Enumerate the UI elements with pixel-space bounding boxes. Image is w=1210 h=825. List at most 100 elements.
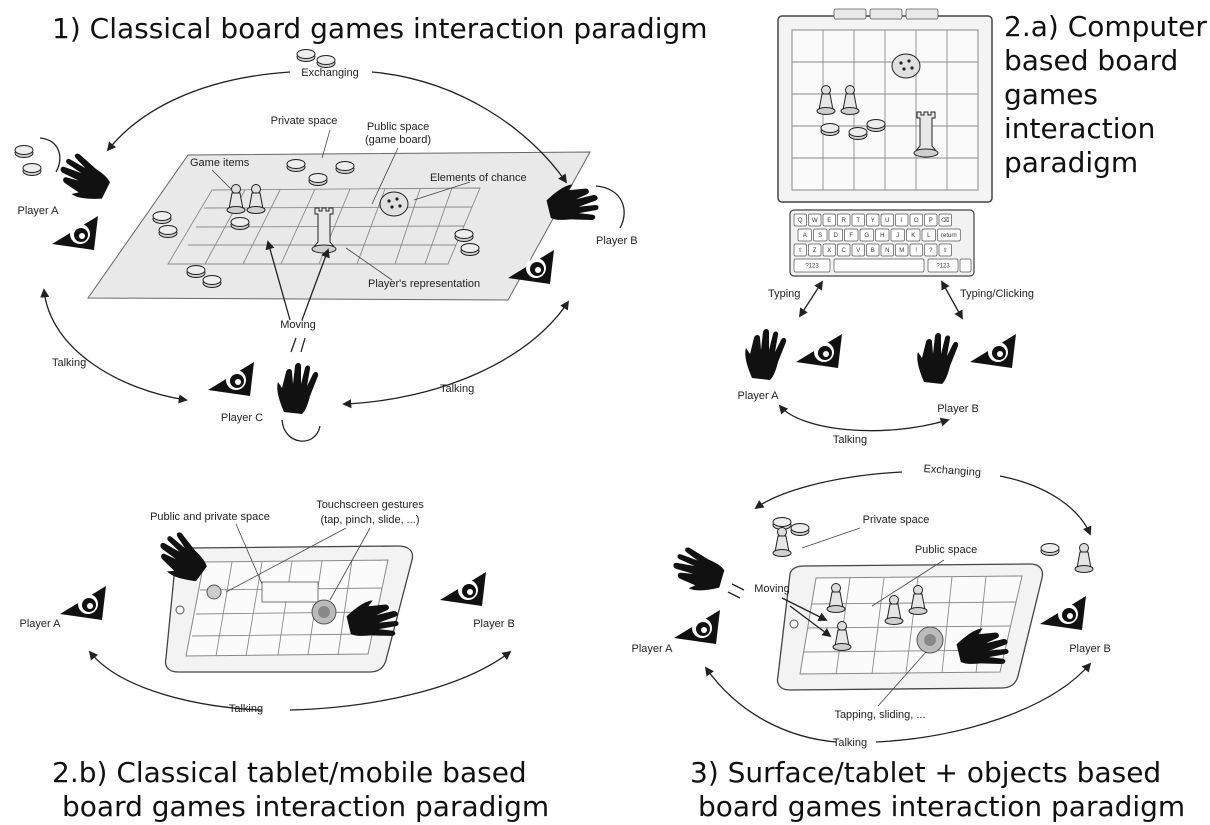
player-a-eye-icon xyxy=(674,610,720,644)
keyboard-key-label: ?123 xyxy=(805,264,819,270)
panel-2a-title-line-4: interaction xyxy=(1004,112,1155,145)
label-private-space: Private space xyxy=(863,514,930,526)
keyboard-key[interactable] xyxy=(859,228,874,242)
keyboard-key-label: ⌫ xyxy=(941,217,950,224)
keyboard-key-label: P xyxy=(929,218,933,224)
keyboard-key[interactable] xyxy=(808,243,822,257)
panel-2a-title-line-1: 2.a) Computer xyxy=(1004,10,1207,43)
keyboard-key[interactable] xyxy=(793,243,807,257)
private-pawn xyxy=(772,527,792,557)
player-b-eye-icon xyxy=(970,334,1016,368)
player-a-coin xyxy=(22,163,42,176)
keyboard-key[interactable] xyxy=(851,213,865,227)
screen-coin xyxy=(866,119,886,132)
label-talking-right: Talking xyxy=(440,383,474,395)
keyboard-key[interactable] xyxy=(895,243,909,257)
label-typing-clicking: Typing/Clicking xyxy=(960,288,1034,300)
private-coin xyxy=(790,523,810,536)
label-player-b: Player B xyxy=(473,618,515,630)
keyboard-key[interactable] xyxy=(813,228,828,242)
label-gesture-types: (tap, pinch, slide, ...) xyxy=(320,514,419,526)
keyboard-key[interactable] xyxy=(851,243,865,257)
keyboard-key[interactable] xyxy=(875,228,890,242)
label-player-a: Player A xyxy=(20,618,62,630)
label-public-space: Public space xyxy=(367,121,429,133)
keyboard-key[interactable] xyxy=(822,243,836,257)
panel-2b-title-line-2: board games interaction paradigm xyxy=(62,790,549,823)
keyboard-key[interactable] xyxy=(837,213,851,227)
label-talking-left: Talking xyxy=(52,357,86,369)
keyboard-key[interactable] xyxy=(866,243,880,257)
keyboard-key[interactable] xyxy=(921,228,936,242)
label-player-b: Player B xyxy=(1069,643,1111,655)
touch-point-core xyxy=(924,634,936,646)
screen-tab[interactable] xyxy=(905,8,939,20)
keyboard-key[interactable] xyxy=(793,258,831,273)
keyboard-key[interactable] xyxy=(833,258,925,273)
keyboard-key-label: C xyxy=(842,248,847,254)
keyboard-key[interactable] xyxy=(938,243,952,257)
screen-tab[interactable] xyxy=(833,8,867,20)
keyboard-key[interactable] xyxy=(797,228,812,242)
keyboard-key[interactable] xyxy=(924,213,938,227)
keyboard-key-label: return xyxy=(941,233,957,239)
surface-home-button[interactable] xyxy=(789,619,799,629)
keyboard-key-label: M xyxy=(899,248,904,254)
label-game-items: Game items xyxy=(190,157,250,169)
panel-classical: 1) Classical board games interaction par… xyxy=(14,12,708,442)
touch-point[interactable] xyxy=(206,584,222,600)
panel-computer: 2.a) Computer based board games interact… xyxy=(738,8,1207,446)
keyboard-key[interactable] xyxy=(924,243,938,257)
keyboard-key[interactable] xyxy=(906,228,921,242)
panel-tablet: 2.b) Classical tablet/mobile based board… xyxy=(20,499,550,823)
keyboard-key[interactable] xyxy=(938,213,952,227)
keyboard-key-label: X xyxy=(827,248,831,254)
label-players-representation: Player's representation xyxy=(368,278,480,290)
player-c-hand-icon xyxy=(277,363,319,414)
keyboard-key-label: Q xyxy=(798,218,803,224)
screen-coin xyxy=(848,127,868,140)
label-player-c: Player C xyxy=(221,412,263,424)
screen-dice xyxy=(891,53,921,79)
label-typing: Typing xyxy=(768,288,800,300)
keyboard-key[interactable] xyxy=(959,258,972,273)
keyboard-key[interactable] xyxy=(895,213,909,227)
game-board-surface xyxy=(87,151,591,301)
player-a-eye-icon xyxy=(52,216,98,250)
keyboard-key[interactable] xyxy=(909,213,923,227)
keyboard-key[interactable] xyxy=(937,228,961,242)
label-player-b: Player B xyxy=(937,403,979,415)
keyboard-key-label: G xyxy=(864,233,869,239)
player-b-coin xyxy=(1040,543,1060,556)
keyboard-key[interactable] xyxy=(866,213,880,227)
tablet-screen xyxy=(185,559,389,657)
player-a-hand-icon xyxy=(53,149,116,206)
panel-3-title-line-1: 3) Surface/tablet + objects based xyxy=(690,756,1161,789)
keyboard-key[interactable] xyxy=(890,228,905,242)
keyboard-key[interactable] xyxy=(808,213,822,227)
keyboard-key[interactable] xyxy=(844,228,859,242)
keyboard-key-label: Y xyxy=(871,218,875,224)
tablet-home-button[interactable] xyxy=(175,605,185,615)
keyboard-key[interactable] xyxy=(822,213,836,227)
keyboard-key[interactable] xyxy=(927,258,959,273)
keyboard-key[interactable] xyxy=(880,243,894,257)
keyboard-key-label: V xyxy=(856,248,860,254)
keyboard-key[interactable] xyxy=(828,228,843,242)
label-game-board: (game board) xyxy=(365,134,431,146)
screen-tab[interactable] xyxy=(869,8,903,20)
keyboard-key-label: L xyxy=(927,233,931,239)
keyboard-key[interactable] xyxy=(909,243,923,257)
label-touchscreen-gestures: Touchscreen gestures xyxy=(316,499,424,511)
keyboard-key-label: K xyxy=(911,233,915,239)
keyboard-key[interactable] xyxy=(793,213,807,227)
player-b-pawn xyxy=(1074,543,1094,573)
label-moving: Moving xyxy=(754,583,789,595)
keyboard-key[interactable] xyxy=(837,243,851,257)
keyboard-key-label: T xyxy=(856,218,860,224)
keyboard-key[interactable] xyxy=(880,213,894,227)
keyboard-key-label: S xyxy=(818,233,822,239)
player-a-eye-icon xyxy=(796,334,842,368)
